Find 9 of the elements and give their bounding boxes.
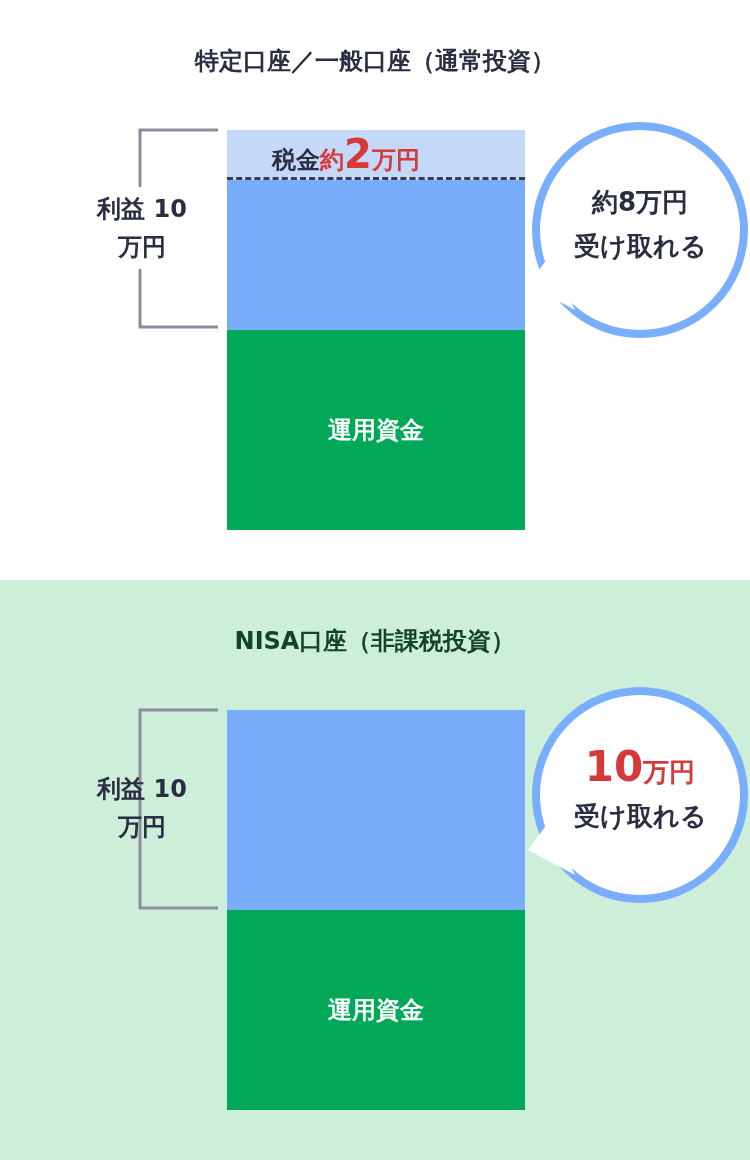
tax-bar: 税金約2万円 xyxy=(227,130,525,180)
fund-bar: 運用資金 xyxy=(227,910,525,1110)
profit-label: 利益 10万円 xyxy=(95,774,188,843)
section-title: NISA口座（非課税投資） xyxy=(233,626,517,657)
section-panel xyxy=(0,580,750,1160)
section-title: 特定口座／一般口座（通常投資） xyxy=(193,46,556,77)
profit-bar xyxy=(227,180,525,330)
profit-bar xyxy=(227,710,525,910)
fund-bar: 運用資金 xyxy=(227,330,525,530)
